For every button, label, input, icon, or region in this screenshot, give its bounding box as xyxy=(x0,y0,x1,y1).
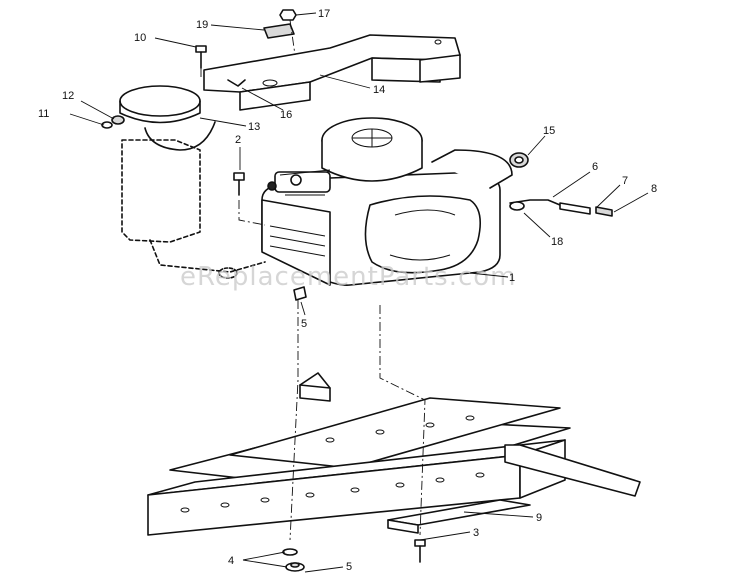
callout-9: 9 xyxy=(536,512,542,524)
callout-12: 12 xyxy=(62,90,74,102)
callout-17: 17 xyxy=(318,8,330,20)
callout-5-upper: 5 xyxy=(301,318,307,330)
callout-19: 19 xyxy=(196,19,208,31)
callout-8: 8 xyxy=(651,183,657,195)
callout-3: 3 xyxy=(473,527,479,539)
callout-1: 1 xyxy=(509,272,515,284)
callout-leaders xyxy=(69,12,649,573)
alignment-lines xyxy=(200,19,426,541)
watermark-text: eReplacementParts.com xyxy=(180,262,517,292)
callout-18: 18 xyxy=(551,236,563,248)
fuel-tank-assembly xyxy=(119,85,266,279)
callout-6: 6 xyxy=(592,161,598,173)
callout-2: 2 xyxy=(235,134,241,146)
engine-assembly xyxy=(261,117,513,286)
callout-labels: 1 2 3 4 5 5 6 7 8 9 10 11 12 13 14 15 16… xyxy=(38,8,657,573)
callout-11: 11 xyxy=(38,108,49,120)
callout-4: 4 xyxy=(228,555,234,567)
callout-5-lower: 5 xyxy=(346,561,352,573)
callout-7: 7 xyxy=(622,175,628,187)
engine-mount-frame xyxy=(147,372,641,536)
callout-16: 16 xyxy=(280,109,292,121)
callout-13: 13 xyxy=(248,121,260,133)
callout-14: 14 xyxy=(373,84,385,96)
callout-10: 10 xyxy=(134,32,146,44)
top-mounting-bracket xyxy=(203,34,461,111)
callout-15: 15 xyxy=(543,125,555,137)
